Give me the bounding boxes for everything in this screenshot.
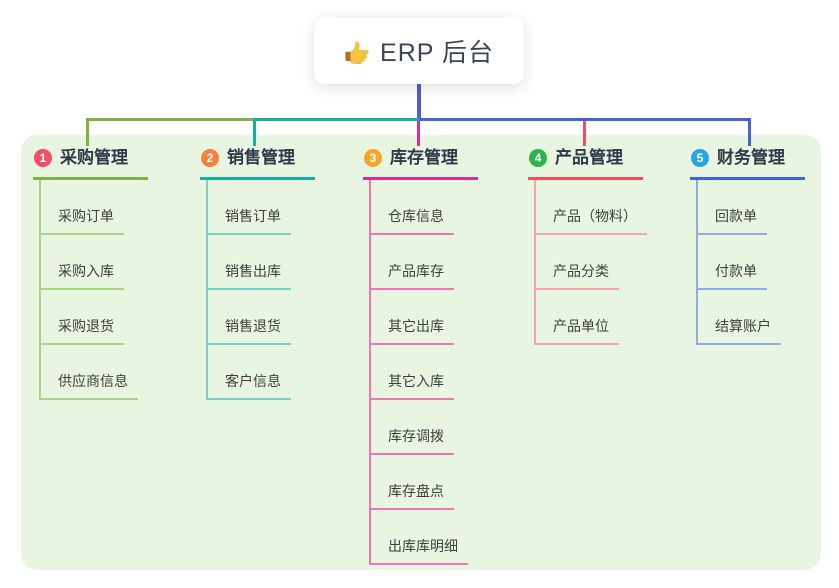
child-node: 产品（物料） [536, 180, 696, 235]
child-node: 销售出库 [208, 235, 368, 290]
child-node-label[interactable]: 产品（物料） [536, 206, 647, 235]
child-node-label[interactable]: 采购订单 [41, 206, 124, 235]
child-node-label[interactable]: 客户信息 [208, 371, 291, 400]
child-node-label[interactable]: 供应商信息 [41, 371, 138, 400]
bus-line-green [86, 118, 256, 121]
branch-number-badge: 5 [691, 149, 709, 167]
child-node: 采购退货 [41, 290, 201, 345]
thumbs-up-icon [344, 38, 370, 64]
branch-title: 财务管理 [717, 148, 785, 167]
branch-finance: 5 财务管理 回款单 付款单 结算账户 [690, 147, 839, 345]
branch-purchase: 1 采购管理 采购订单 采购入库 采购退货 供应商信息 [33, 147, 201, 400]
branch-title: 采购管理 [60, 148, 128, 167]
child-node: 采购入库 [41, 235, 201, 290]
child-node: 供应商信息 [41, 345, 201, 400]
branch-product: 4 产品管理 产品（物料） 产品分类 产品单位 [528, 147, 696, 345]
child-node-label[interactable]: 库存调拨 [371, 426, 454, 455]
child-node: 仓库信息 [371, 180, 531, 235]
drop-line-branch-2 [253, 118, 256, 146]
child-node-label[interactable]: 销售订单 [208, 206, 291, 235]
child-node-label[interactable]: 出库库明细 [371, 536, 468, 565]
child-node-label[interactable]: 仓库信息 [371, 206, 454, 235]
branch-inventory: 3 库存管理 仓库信息 产品库存 其它出库 其它入库 库存调拨 库存盘点 出库库… [363, 147, 531, 565]
branch-sales-header[interactable]: 2 销售管理 [200, 147, 315, 180]
child-node: 产品库存 [371, 235, 531, 290]
child-node: 产品分类 [536, 235, 696, 290]
branch-sales-children: 销售订单 销售出库 销售退货 客户信息 [206, 180, 368, 400]
drop-line-branch-4 [583, 121, 586, 146]
branch-finance-header[interactable]: 5 财务管理 [690, 147, 805, 180]
root-connector-line [417, 84, 421, 121]
branch-inventory-header[interactable]: 3 库存管理 [363, 147, 478, 180]
branches-background-panel [21, 135, 821, 570]
child-node: 采购订单 [41, 180, 201, 235]
branch-title: 库存管理 [390, 148, 458, 167]
branch-product-children: 产品（物料） 产品分类 产品单位 [534, 180, 696, 345]
child-node: 回款单 [698, 180, 839, 235]
child-node: 出库库明细 [371, 510, 531, 565]
branch-number-badge: 1 [34, 149, 52, 167]
branch-product-header[interactable]: 4 产品管理 [528, 147, 643, 180]
child-node: 库存调拨 [371, 400, 531, 455]
child-node: 销售退货 [208, 290, 368, 345]
child-node-label[interactable]: 产品库存 [371, 261, 454, 290]
child-node-label[interactable]: 产品单位 [536, 316, 619, 345]
child-node: 产品单位 [536, 290, 696, 345]
branch-number-badge: 4 [529, 149, 547, 167]
branch-purchase-header[interactable]: 1 采购管理 [33, 147, 148, 180]
branch-number-badge: 3 [364, 149, 382, 167]
branch-inventory-children: 仓库信息 产品库存 其它出库 其它入库 库存调拨 库存盘点 出库库明细 [369, 180, 531, 565]
child-node-label[interactable]: 采购退货 [41, 316, 124, 345]
child-node-label[interactable]: 库存盘点 [371, 481, 454, 510]
branch-title: 产品管理 [555, 148, 623, 167]
child-node-label[interactable]: 产品分类 [536, 261, 619, 290]
child-node-label[interactable]: 回款单 [698, 206, 767, 235]
child-node-label[interactable]: 销售出库 [208, 261, 291, 290]
branch-finance-children: 回款单 付款单 结算账户 [696, 180, 839, 345]
child-node: 其它入库 [371, 345, 531, 400]
drop-line-branch-3 [417, 121, 420, 146]
branch-number-badge: 2 [201, 149, 219, 167]
child-node: 客户信息 [208, 345, 368, 400]
branch-purchase-children: 采购订单 采购入库 采购退货 供应商信息 [39, 180, 201, 400]
child-node: 结算账户 [698, 290, 839, 345]
drop-line-branch-5 [748, 118, 751, 146]
root-node-erp-backend[interactable]: ERP 后台 [314, 18, 524, 84]
child-node-label[interactable]: 其它入库 [371, 371, 454, 400]
branch-title: 销售管理 [227, 148, 295, 167]
child-node-label[interactable]: 结算账户 [698, 316, 781, 345]
child-node: 其它出库 [371, 290, 531, 345]
branch-sales: 2 销售管理 销售订单 销售出库 销售退货 客户信息 [200, 147, 368, 400]
child-node-label[interactable]: 其它出库 [371, 316, 454, 345]
child-node-label[interactable]: 采购入库 [41, 261, 124, 290]
child-node-label[interactable]: 付款单 [698, 261, 767, 290]
drop-line-branch-1 [86, 118, 89, 146]
child-node: 销售订单 [208, 180, 368, 235]
child-node-label[interactable]: 销售退货 [208, 316, 291, 345]
root-node-title: ERP 后台 [380, 39, 494, 67]
bus-line-blue [419, 118, 751, 121]
child-node: 库存盘点 [371, 455, 531, 510]
child-node: 付款单 [698, 235, 839, 290]
bus-line-teal [253, 118, 419, 121]
